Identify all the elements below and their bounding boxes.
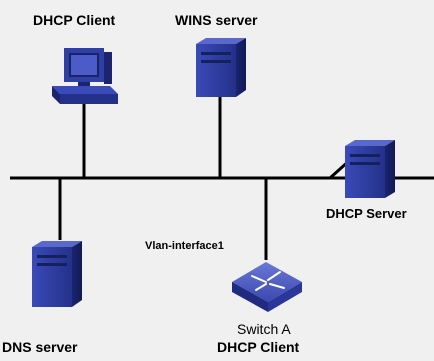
server-icon xyxy=(345,140,395,198)
server-icon xyxy=(196,38,246,97)
dns-server-label: DNS server xyxy=(2,339,78,355)
server-icon xyxy=(32,241,82,307)
switch-icon xyxy=(232,262,302,312)
pc-icon xyxy=(52,48,118,104)
switch-a-name-label: Switch A xyxy=(237,321,291,337)
wins-server-label: WINS server xyxy=(175,12,258,28)
dhcp-client-pc-label: DHCP Client xyxy=(33,12,116,28)
vlan-interface-label: Vlan-interface1 xyxy=(145,240,224,252)
dhcp-server-label: DHCP Server xyxy=(326,206,407,221)
switch-a-role-label: DHCP Client xyxy=(217,339,300,355)
